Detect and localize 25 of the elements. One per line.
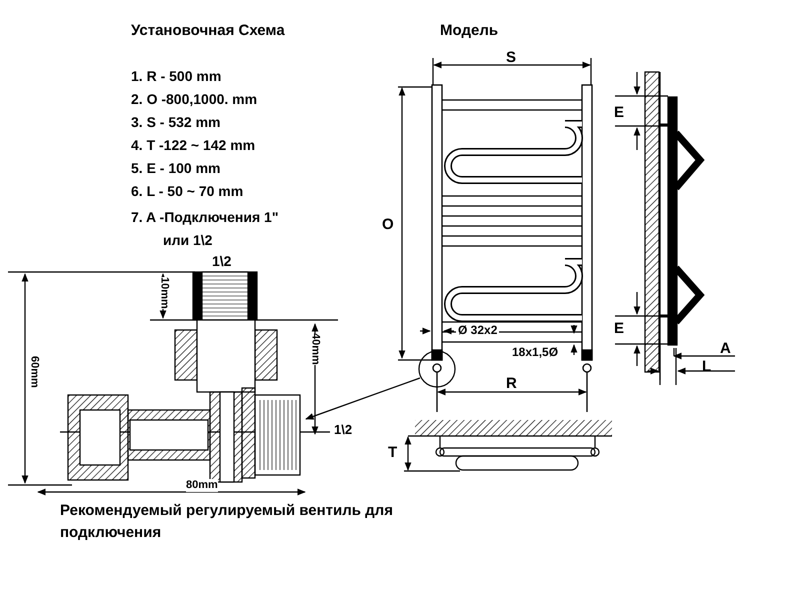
- spec-list-item: 2. O -800,1000. mm: [131, 91, 258, 108]
- dimension-label: 60mm: [28, 356, 41, 388]
- heading: Модель: [440, 22, 498, 40]
- spec-list-item: 3. S - 532 mm: [131, 114, 220, 130]
- dimension-label: 1\2: [334, 423, 352, 438]
- dimension-label: E: [614, 104, 624, 122]
- spec-list-item: 6. L - 50 ~ 70 mm: [131, 183, 244, 200]
- dimension-label: T: [388, 444, 398, 462]
- spec-list-item: 5. E - 100 mm: [131, 160, 220, 176]
- heading: Установочная Схема: [131, 22, 285, 40]
- dimension-label: 1\2: [212, 253, 232, 270]
- dimension-label: A: [720, 340, 731, 358]
- dimension-label: 40mm: [309, 333, 322, 365]
- dimension-label: S: [506, 49, 516, 66]
- dimension-label: O: [382, 216, 394, 234]
- leader-line: [305, 377, 420, 420]
- dimension-label: R: [506, 375, 517, 392]
- spec-list-item: 1. R - 500 mm: [131, 68, 222, 84]
- dimension-label: E: [614, 320, 624, 338]
- spec-list-item: 7. A -Подключения 1" или 1\2: [131, 208, 279, 250]
- dimension-label: 10mm: [158, 277, 171, 309]
- dimension-label: 18x1,5Ø: [512, 346, 558, 360]
- spec-list-item: 4. T -122 ~ 142 mm: [131, 137, 256, 154]
- caption: Рекомендуемый регулируемый вентиль для подключения: [60, 501, 394, 543]
- dimension-label: 80mm: [186, 479, 218, 492]
